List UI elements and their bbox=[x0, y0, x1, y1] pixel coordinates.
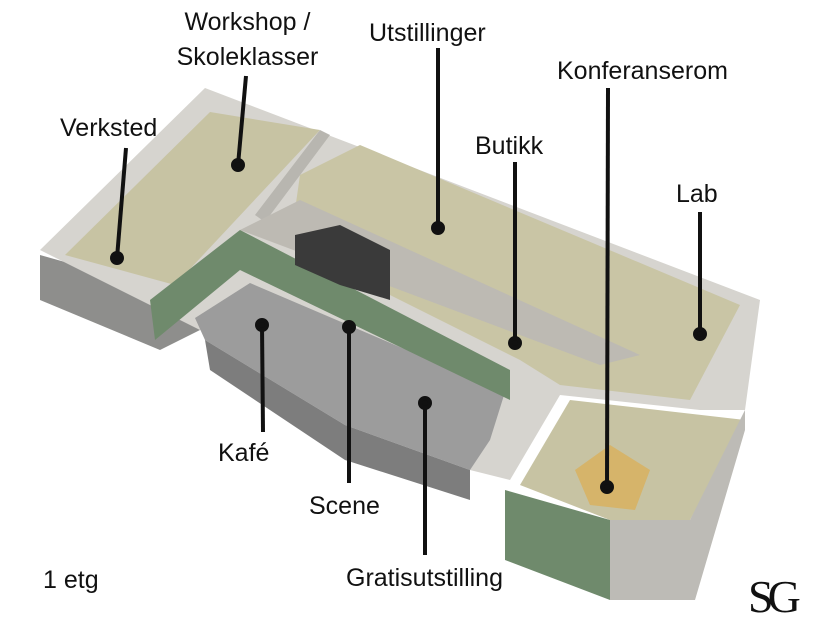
cafe-scene-front bbox=[205, 340, 470, 500]
butikk-marker bbox=[508, 336, 522, 350]
workshop-leader bbox=[236, 75, 248, 166]
label-verksted: Verksted bbox=[60, 114, 158, 142]
gratisutstilling-marker bbox=[418, 396, 432, 410]
verksted-marker bbox=[110, 251, 124, 265]
label-konferanserom: Konferanserom bbox=[557, 57, 728, 85]
scene-marker bbox=[342, 320, 356, 334]
label-leaders bbox=[110, 48, 707, 555]
label-gratisutstilling: Gratisutstilling bbox=[346, 564, 503, 592]
label-workshop: Workshop / Skoleklasser bbox=[165, 10, 330, 70]
konferanserom-marker bbox=[600, 480, 614, 494]
label-scene: Scene bbox=[309, 492, 380, 520]
main-facade bbox=[240, 230, 510, 400]
kafe-leader bbox=[260, 324, 265, 433]
label-butikk: Butikk bbox=[475, 132, 544, 160]
kafe-marker bbox=[255, 318, 269, 332]
label-kafe: Kafé bbox=[218, 439, 270, 467]
label-floor: 1 etg bbox=[43, 566, 99, 594]
verksted-leader bbox=[115, 147, 128, 259]
label-utstillinger: Utstillinger bbox=[369, 19, 486, 47]
conference-seating bbox=[575, 445, 650, 510]
label-workshop-line2: Skoleklasser bbox=[176, 43, 319, 71]
label-workshop-line1: Workshop / bbox=[184, 8, 311, 36]
conference-facade bbox=[505, 490, 610, 600]
stage-block bbox=[295, 225, 390, 300]
label-lab: Lab bbox=[676, 180, 718, 208]
conference-side-wall bbox=[610, 410, 745, 600]
konferanserom-leader bbox=[605, 87, 610, 488]
left-wing-floor bbox=[65, 112, 320, 285]
interior-walls bbox=[255, 130, 330, 222]
sg-logo: SG bbox=[748, 571, 801, 621]
utstillinger-marker bbox=[431, 221, 445, 235]
workshop-marker bbox=[231, 158, 245, 172]
lab-marker bbox=[693, 327, 707, 341]
left-wing-facade bbox=[150, 230, 240, 340]
